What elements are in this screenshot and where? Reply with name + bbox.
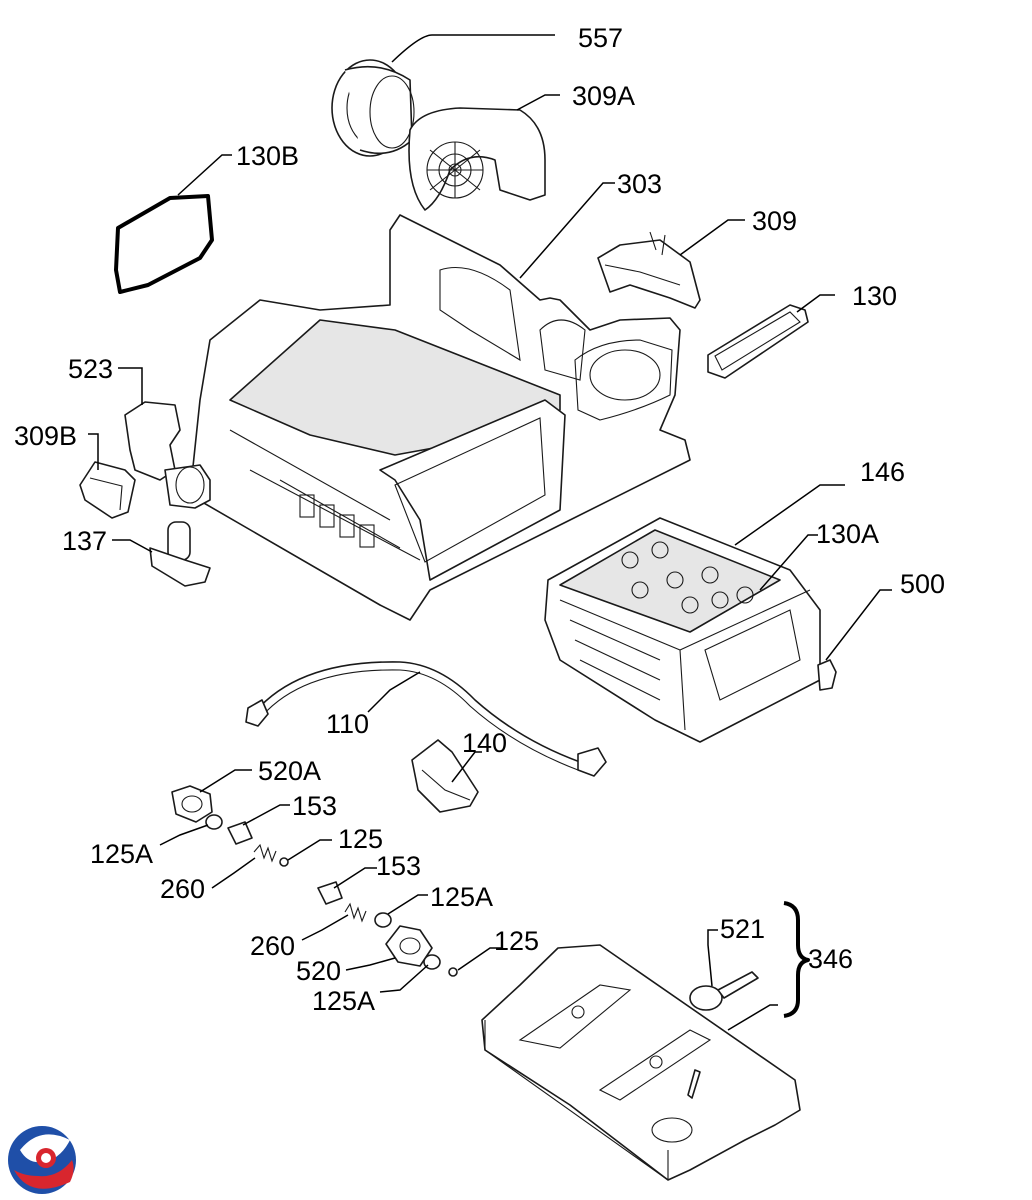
callout-557: 557 — [578, 23, 623, 53]
part-137-float — [149, 521, 211, 587]
callout-labels: 557 309A 130B 303 309 130 523 309B 137 1… — [14, 23, 945, 1016]
callout-125-upper: 125 — [338, 824, 383, 854]
callout-153-lower: 153 — [376, 851, 421, 881]
callout-130: 130 — [852, 281, 897, 311]
part-125-ring-lower — [448, 967, 458, 977]
part-125a-seal-upper — [205, 814, 223, 830]
part-146-condenser — [544, 517, 821, 743]
callout-346: 346 — [808, 944, 853, 974]
part-346-water-container — [481, 944, 801, 1181]
callout-520: 520 — [296, 956, 341, 986]
part-520a-cap — [171, 785, 213, 823]
part-260-spring-lower — [344, 902, 367, 923]
callout-153-upper: 153 — [292, 791, 337, 821]
callout-260-lower: 260 — [250, 931, 295, 961]
part-521-cap — [689, 971, 759, 1011]
callout-130b: 130B — [236, 141, 299, 171]
callout-130a: 130A — [816, 519, 879, 549]
part-309-fan-housing — [597, 231, 701, 309]
callout-309b: 309B — [14, 421, 77, 451]
callout-520a: 520A — [258, 756, 321, 786]
part-520-valve — [385, 925, 433, 967]
part-303-main-housing — [189, 214, 691, 621]
callout-521: 521 — [720, 914, 765, 944]
part-140-bracket — [411, 739, 479, 813]
part-110-hose — [245, 661, 607, 777]
bracket-346 — [783, 901, 810, 1018]
leader-lines — [88, 34, 892, 1031]
callout-125a-upper: 125A — [90, 839, 153, 869]
callout-137: 137 — [62, 526, 107, 556]
part-130-gasket — [707, 304, 809, 379]
part-557-ring — [331, 59, 415, 157]
callout-309: 309 — [752, 206, 797, 236]
callout-125a-middle: 125A — [430, 882, 493, 912]
callout-125a-lower: 125A — [312, 986, 375, 1016]
part-153-pin-upper — [227, 821, 253, 845]
part-309a-fan-housing — [408, 107, 546, 211]
part-130b-gasket — [114, 194, 214, 294]
callout-140: 140 — [462, 728, 507, 758]
part-500-knob — [817, 659, 837, 691]
brand-logo — [8, 1126, 76, 1194]
part-260-spring-upper — [253, 843, 277, 863]
callout-500: 500 — [900, 569, 945, 599]
callout-303: 303 — [617, 169, 662, 199]
callout-125-lower: 125 — [494, 926, 539, 956]
part-309b-cover — [79, 461, 136, 519]
callout-146: 146 — [860, 457, 905, 487]
callout-523: 523 — [68, 354, 113, 384]
part-125-ring-upper — [279, 857, 289, 867]
part-523-valve — [124, 401, 211, 509]
part-125a-seal-middle — [374, 912, 392, 928]
callout-260-upper: 260 — [160, 874, 205, 904]
callout-309a: 309A — [572, 81, 635, 111]
callout-110: 110 — [326, 709, 369, 739]
